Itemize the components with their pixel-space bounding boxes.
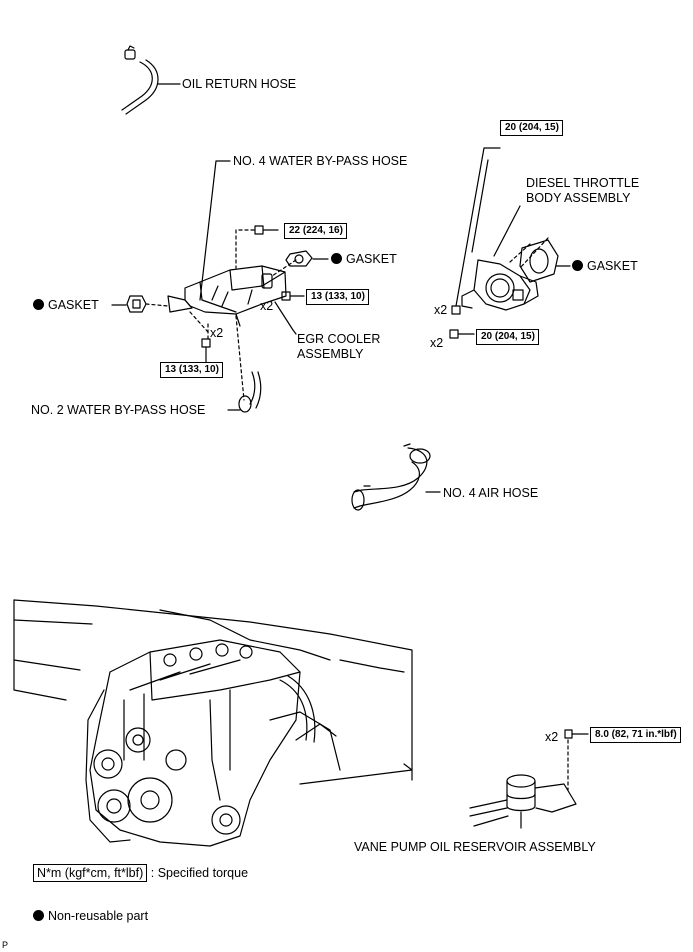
- diesel-throttle-label-line2: BODY ASSEMBLY: [526, 191, 631, 205]
- legend-torque-desc: : Specified torque: [150, 866, 249, 880]
- no2-water-bypass-hose-label: NO. 2 WATER BY-PASS HOSE: [31, 403, 206, 417]
- throttle-gasket-illustration: [519, 239, 571, 283]
- non-reusable-dot-icon: [33, 910, 44, 921]
- legend-torque: N*m (kgf*cm, ft*lbf) : Specified torque: [33, 864, 249, 882]
- torque-egr-side: 13 (133, 10): [306, 289, 369, 305]
- oil-return-hose-illustration: [121, 45, 181, 115]
- gasket-left-label: GASKET: [33, 298, 99, 312]
- torque-egr-lower: 13 (133, 10): [160, 362, 223, 378]
- vane-pump-reservoir-label: VANE PUMP OIL RESERVOIR ASSEMBLY: [354, 840, 596, 854]
- corner-mark: P: [2, 940, 9, 950]
- no4-air-hose-label: NO. 4 AIR HOSE: [443, 486, 539, 500]
- legend-torque-box: N*m (kgf*cm, ft*lbf): [33, 864, 148, 882]
- egr-cooler-label-line2: ASSEMBLY: [297, 347, 364, 361]
- torque-throttle-lower: 20 (204, 15): [476, 329, 539, 345]
- engine-bay-illustration: [13, 599, 413, 847]
- multiplier-egr-lower: x2: [210, 326, 224, 340]
- egr-cooler-illustration: [167, 229, 297, 401]
- leader-no4-water-bypass: [199, 160, 231, 301]
- egr-bolts: [201, 225, 305, 363]
- no4-water-bypass-hose-label: NO. 4 WATER BY-PASS HOSE: [233, 154, 408, 168]
- gasket-egr-illustration: [285, 250, 329, 267]
- gasket-left-illustration: [111, 295, 169, 313]
- non-reusable-dot-icon: [331, 253, 342, 264]
- no2-water-bypass-hose-illustration: [227, 371, 262, 413]
- non-reusable-dot-icon: [572, 260, 583, 271]
- throttle-body-illustration: [461, 159, 549, 311]
- gasket-egr-label: GASKET: [331, 252, 397, 266]
- gasket-throttle-text: GASKET: [587, 259, 638, 273]
- gasket-left-text: GASKET: [48, 298, 99, 312]
- multiplier-throttle-lower: x2: [430, 336, 444, 350]
- torque-throttle-upper: 20 (204, 15): [500, 120, 563, 136]
- legend-non-reusable: Non-reusable part: [33, 909, 148, 923]
- torque-reservoir: 8.0 (82, 71 in.*lbf): [590, 727, 681, 743]
- no4-air-hose-illustration: [351, 443, 441, 511]
- legend-non-reusable-text: Non-reusable part: [48, 909, 149, 923]
- oil-return-hose-label: OIL RETURN HOSE: [182, 77, 297, 91]
- throttle-bolts: [449, 147, 501, 339]
- multiplier-reservoir: x2: [545, 730, 559, 744]
- multiplier-egr-side: x2: [260, 299, 274, 313]
- multiplier-throttle-upper: x2: [434, 303, 448, 317]
- gasket-egr-text: GASKET: [346, 252, 397, 266]
- egr-cooler-label-line1: EGR COOLER: [297, 332, 381, 346]
- non-reusable-dot-icon: [33, 299, 44, 310]
- vane-pump-reservoir-illustration: [469, 729, 589, 829]
- diesel-throttle-label-line1: DIESEL THROTTLE: [526, 176, 640, 190]
- torque-egr-upper: 22 (224, 16): [284, 223, 347, 239]
- gasket-throttle-label: GASKET: [572, 259, 638, 273]
